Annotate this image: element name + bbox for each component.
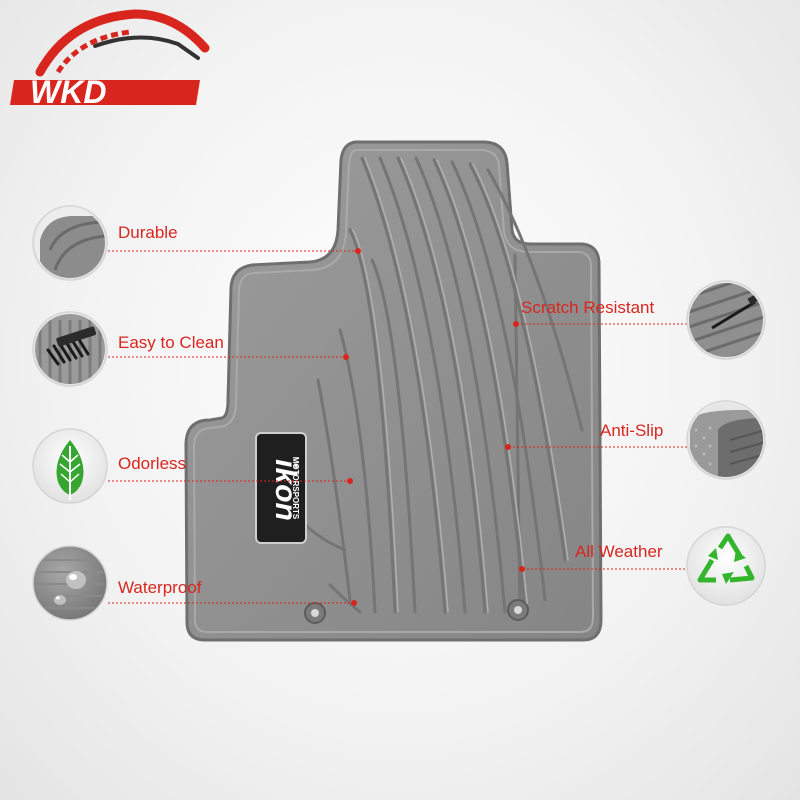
recycle-icon: [686, 526, 766, 606]
logo-text: WKD: [30, 74, 106, 110]
leader-dots: [343, 248, 525, 606]
brand-logo: WKD: [10, 9, 210, 110]
water-drop-icon: [32, 545, 108, 621]
leader-lines: [108, 250, 688, 604]
feature-label-all-weather: All Weather: [575, 542, 663, 561]
brush-icon: [32, 311, 108, 387]
leaf-icon: [32, 428, 108, 504]
scratch-tool-icon: [686, 280, 766, 360]
badge-sub: MOTORSPORTS: [291, 457, 300, 520]
anti-slip-texture-icon: [686, 400, 766, 480]
feature-label-anti-slip: Anti-Slip: [600, 421, 664, 440]
feature-label-easy-to-clean: Easy to Clean: [118, 333, 224, 352]
ikon-badge: ikon MOTORSPORTS: [255, 432, 307, 544]
mat-corner-icon: [32, 205, 108, 281]
feature-label-odorless: Odorless: [118, 454, 187, 473]
badge-brand: ikon: [269, 459, 302, 521]
floor-mat: ikon MOTORSPORTS: [184, 140, 603, 642]
feature-label-durable: Durable: [118, 223, 178, 242]
feature-label-waterproof: Waterproof: [118, 578, 202, 597]
feature-label-scratch-resistant: Scratch Resistant: [521, 298, 655, 317]
